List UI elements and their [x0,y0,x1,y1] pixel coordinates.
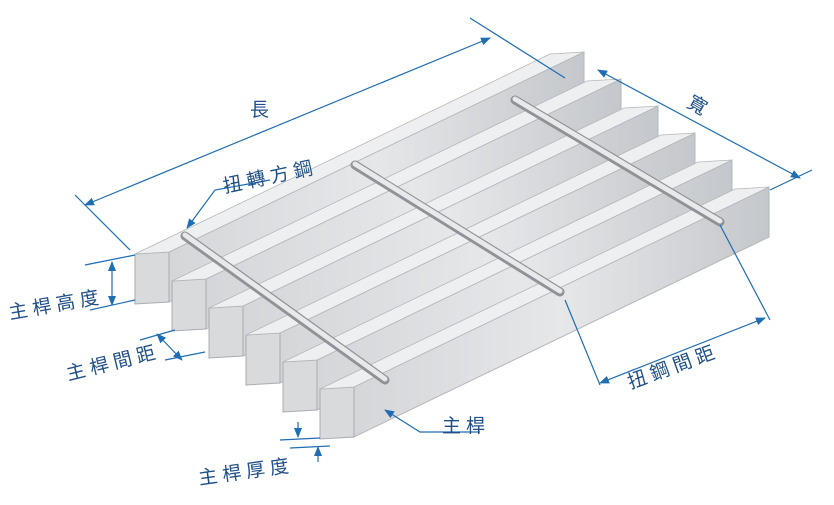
twisted-bar-leader [186,179,271,229]
dimension-lines [74,17,813,462]
width-dimension [597,69,801,179]
thickness-ext-2 [289,445,331,449]
bearing-bar-end [319,386,355,440]
spacing-ext-2 [164,351,206,361]
bearing-bar-top [319,186,770,390]
length-ext-right [469,17,566,79]
bearing-bar-end [245,332,281,386]
length-label: 長 [250,99,275,121]
bearing-bar-end [171,278,207,332]
rod-spacing-ext-left [564,299,601,386]
twisted-bar-spacing-dimension [599,317,766,384]
length-dimension [84,37,491,206]
bearing-bar-end [134,251,170,305]
bar-spacing-dimension [156,333,183,361]
bearing-bar-end [282,359,318,413]
twisted-cross-bar [182,232,388,382]
rod-spacing-ext-right [719,224,771,321]
width-ext [769,169,813,191]
bearing-bar-leader [384,409,480,433]
bearing-bar-end [208,305,244,359]
thickness-ext-1 [279,437,321,441]
bearing-bar-label: 主桿 [442,415,491,437]
height-ext-top [84,254,136,266]
length-ext-left [74,194,131,251]
